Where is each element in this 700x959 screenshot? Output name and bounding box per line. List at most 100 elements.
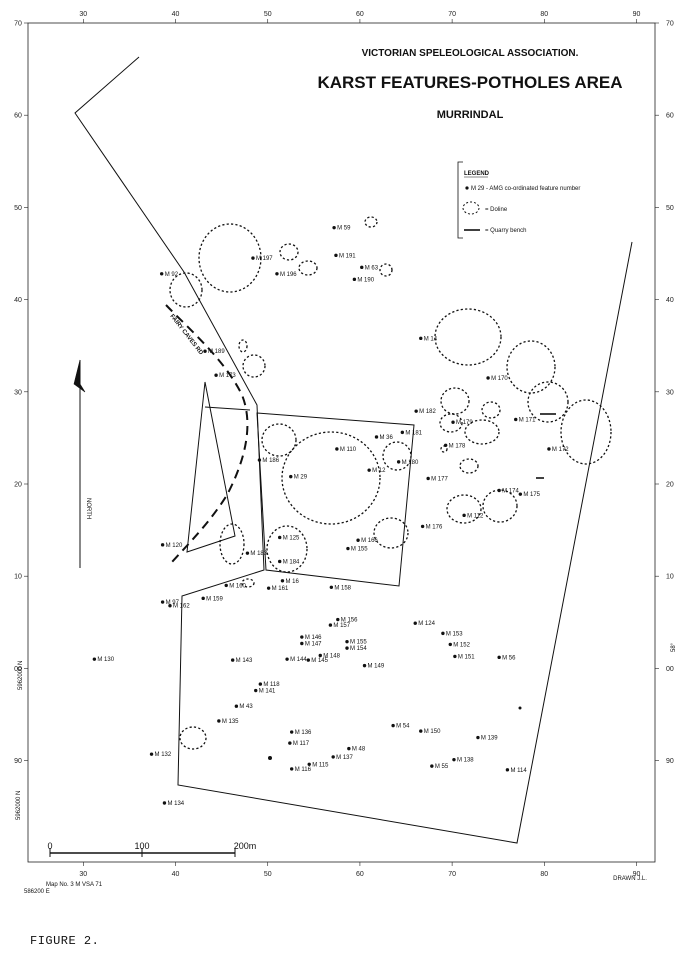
doline-m92 xyxy=(198,223,262,293)
north-arrow-head xyxy=(73,359,86,393)
map-frame xyxy=(27,22,656,863)
feature-point xyxy=(426,476,430,481)
northing-side-label: 5962000 N xyxy=(18,661,24,690)
feature-label: M 144 xyxy=(290,657,307,663)
feature-point xyxy=(505,768,510,772)
y-grid-label: 10 xyxy=(666,574,674,581)
feature-point xyxy=(451,420,455,424)
feature-point xyxy=(278,535,282,540)
doline-m173 xyxy=(242,354,266,378)
feature-label: M 124 xyxy=(418,621,435,627)
road-boundary-west xyxy=(74,56,633,844)
feature-label: M 191 xyxy=(339,253,356,259)
feature-label: M 155 xyxy=(351,547,368,553)
feature-point xyxy=(514,417,518,422)
doline-m112 xyxy=(482,489,518,523)
doline-m166 xyxy=(373,517,409,549)
feature-point xyxy=(367,468,371,472)
doline-m196 xyxy=(298,260,318,276)
x-grid-label: 70 xyxy=(448,871,456,878)
doline-m179 xyxy=(481,401,501,419)
feature-label: M 136 xyxy=(295,730,312,736)
feature-label: M 151 xyxy=(458,654,475,660)
doline-m183 xyxy=(266,525,308,573)
doline-m177 xyxy=(459,458,479,474)
feature-label: M 149 xyxy=(368,664,385,670)
feature-label: M 159 xyxy=(206,596,223,602)
feature-point xyxy=(476,735,480,740)
doline-m197 xyxy=(279,243,299,261)
feature-label: M 183 xyxy=(250,551,267,557)
feature-point xyxy=(278,559,282,564)
feature-label: M 16 xyxy=(285,579,299,585)
x-grid-label: 50 xyxy=(264,11,272,18)
x-grid-label: 90 xyxy=(633,871,641,878)
doline-m29 xyxy=(281,431,381,525)
feature-label: M 175 xyxy=(523,492,540,498)
feature-label: M 48 xyxy=(352,747,366,753)
feature-point xyxy=(201,596,205,601)
feature-point xyxy=(251,256,255,260)
feature-label: M 172 xyxy=(552,447,569,453)
y-grid-label: 90 xyxy=(666,758,674,765)
x-grid-label: 90 xyxy=(633,11,641,18)
quarry-edge xyxy=(204,406,251,411)
feature-point xyxy=(400,430,405,435)
feature-point xyxy=(300,641,304,646)
y-grid-label: 00 xyxy=(14,666,22,673)
feature-point xyxy=(453,654,457,659)
x-grid-label: 30 xyxy=(79,11,87,18)
feature-point xyxy=(462,513,466,518)
feature-point xyxy=(332,225,336,230)
feature-label: M 125 xyxy=(283,535,300,541)
quarry-benches xyxy=(536,413,556,479)
feature-label: M 115 xyxy=(312,762,329,768)
legend: LEGEND M 29 - AMG co-ordinated feature n… xyxy=(457,161,580,239)
feature-point xyxy=(518,492,523,496)
y-grid-label: 60 xyxy=(666,113,674,120)
feature-point xyxy=(362,663,367,668)
doline-m189 xyxy=(238,339,248,353)
road-label: FAIRY CAVES RD xyxy=(168,314,204,357)
north-label: NORTH xyxy=(85,498,91,519)
feature-label: M 158 xyxy=(334,585,351,591)
feature-point xyxy=(420,524,425,529)
feature-label: M 174 xyxy=(502,488,519,494)
feature-point xyxy=(497,655,501,660)
feature-point xyxy=(224,583,228,588)
feature-label: M 112 xyxy=(467,513,484,519)
feature-label: M 120 xyxy=(166,543,183,549)
feature-label: M 178 xyxy=(449,443,466,449)
feature-point xyxy=(160,600,165,604)
feature-point xyxy=(289,474,293,479)
feature-label: M 118 xyxy=(263,682,280,688)
x-grid-label: 80 xyxy=(540,871,548,878)
x-grid-label: 50 xyxy=(264,871,272,878)
y-grid-label: 30 xyxy=(666,389,674,396)
feature-label: M 132 xyxy=(155,752,172,758)
x-grid-label: 60 xyxy=(356,871,364,878)
doline-m186 xyxy=(261,423,297,457)
feature-point xyxy=(289,767,294,771)
feature-point xyxy=(347,746,351,751)
feature-label: M 180 xyxy=(402,460,419,466)
feature-point xyxy=(214,373,218,377)
feature-label: M 12 xyxy=(372,468,386,474)
feature-label: M 152 xyxy=(453,642,470,648)
legend-quarry-label: = Quarry bench xyxy=(485,228,527,234)
feature-label: M 56 xyxy=(502,655,516,661)
y-grid-label: 40 xyxy=(14,297,22,304)
feature-label: M 117 xyxy=(293,741,310,747)
quarry-area-boundary xyxy=(256,412,415,587)
organization-title: VICTORIAN SPELEOLOGICAL ASSOCIATION. xyxy=(362,48,579,59)
feature-label: M 189 xyxy=(208,349,225,355)
x-grid-label: 40 xyxy=(172,871,180,878)
feature-point xyxy=(331,755,335,759)
legend-doline-label: = Doline xyxy=(485,207,508,213)
y-grid-label: 00 xyxy=(666,666,674,673)
feature-point xyxy=(419,729,423,733)
feature-label: M 43 xyxy=(239,704,253,710)
legend-heading: LEGEND xyxy=(464,171,490,177)
doline-m190 xyxy=(379,263,393,277)
